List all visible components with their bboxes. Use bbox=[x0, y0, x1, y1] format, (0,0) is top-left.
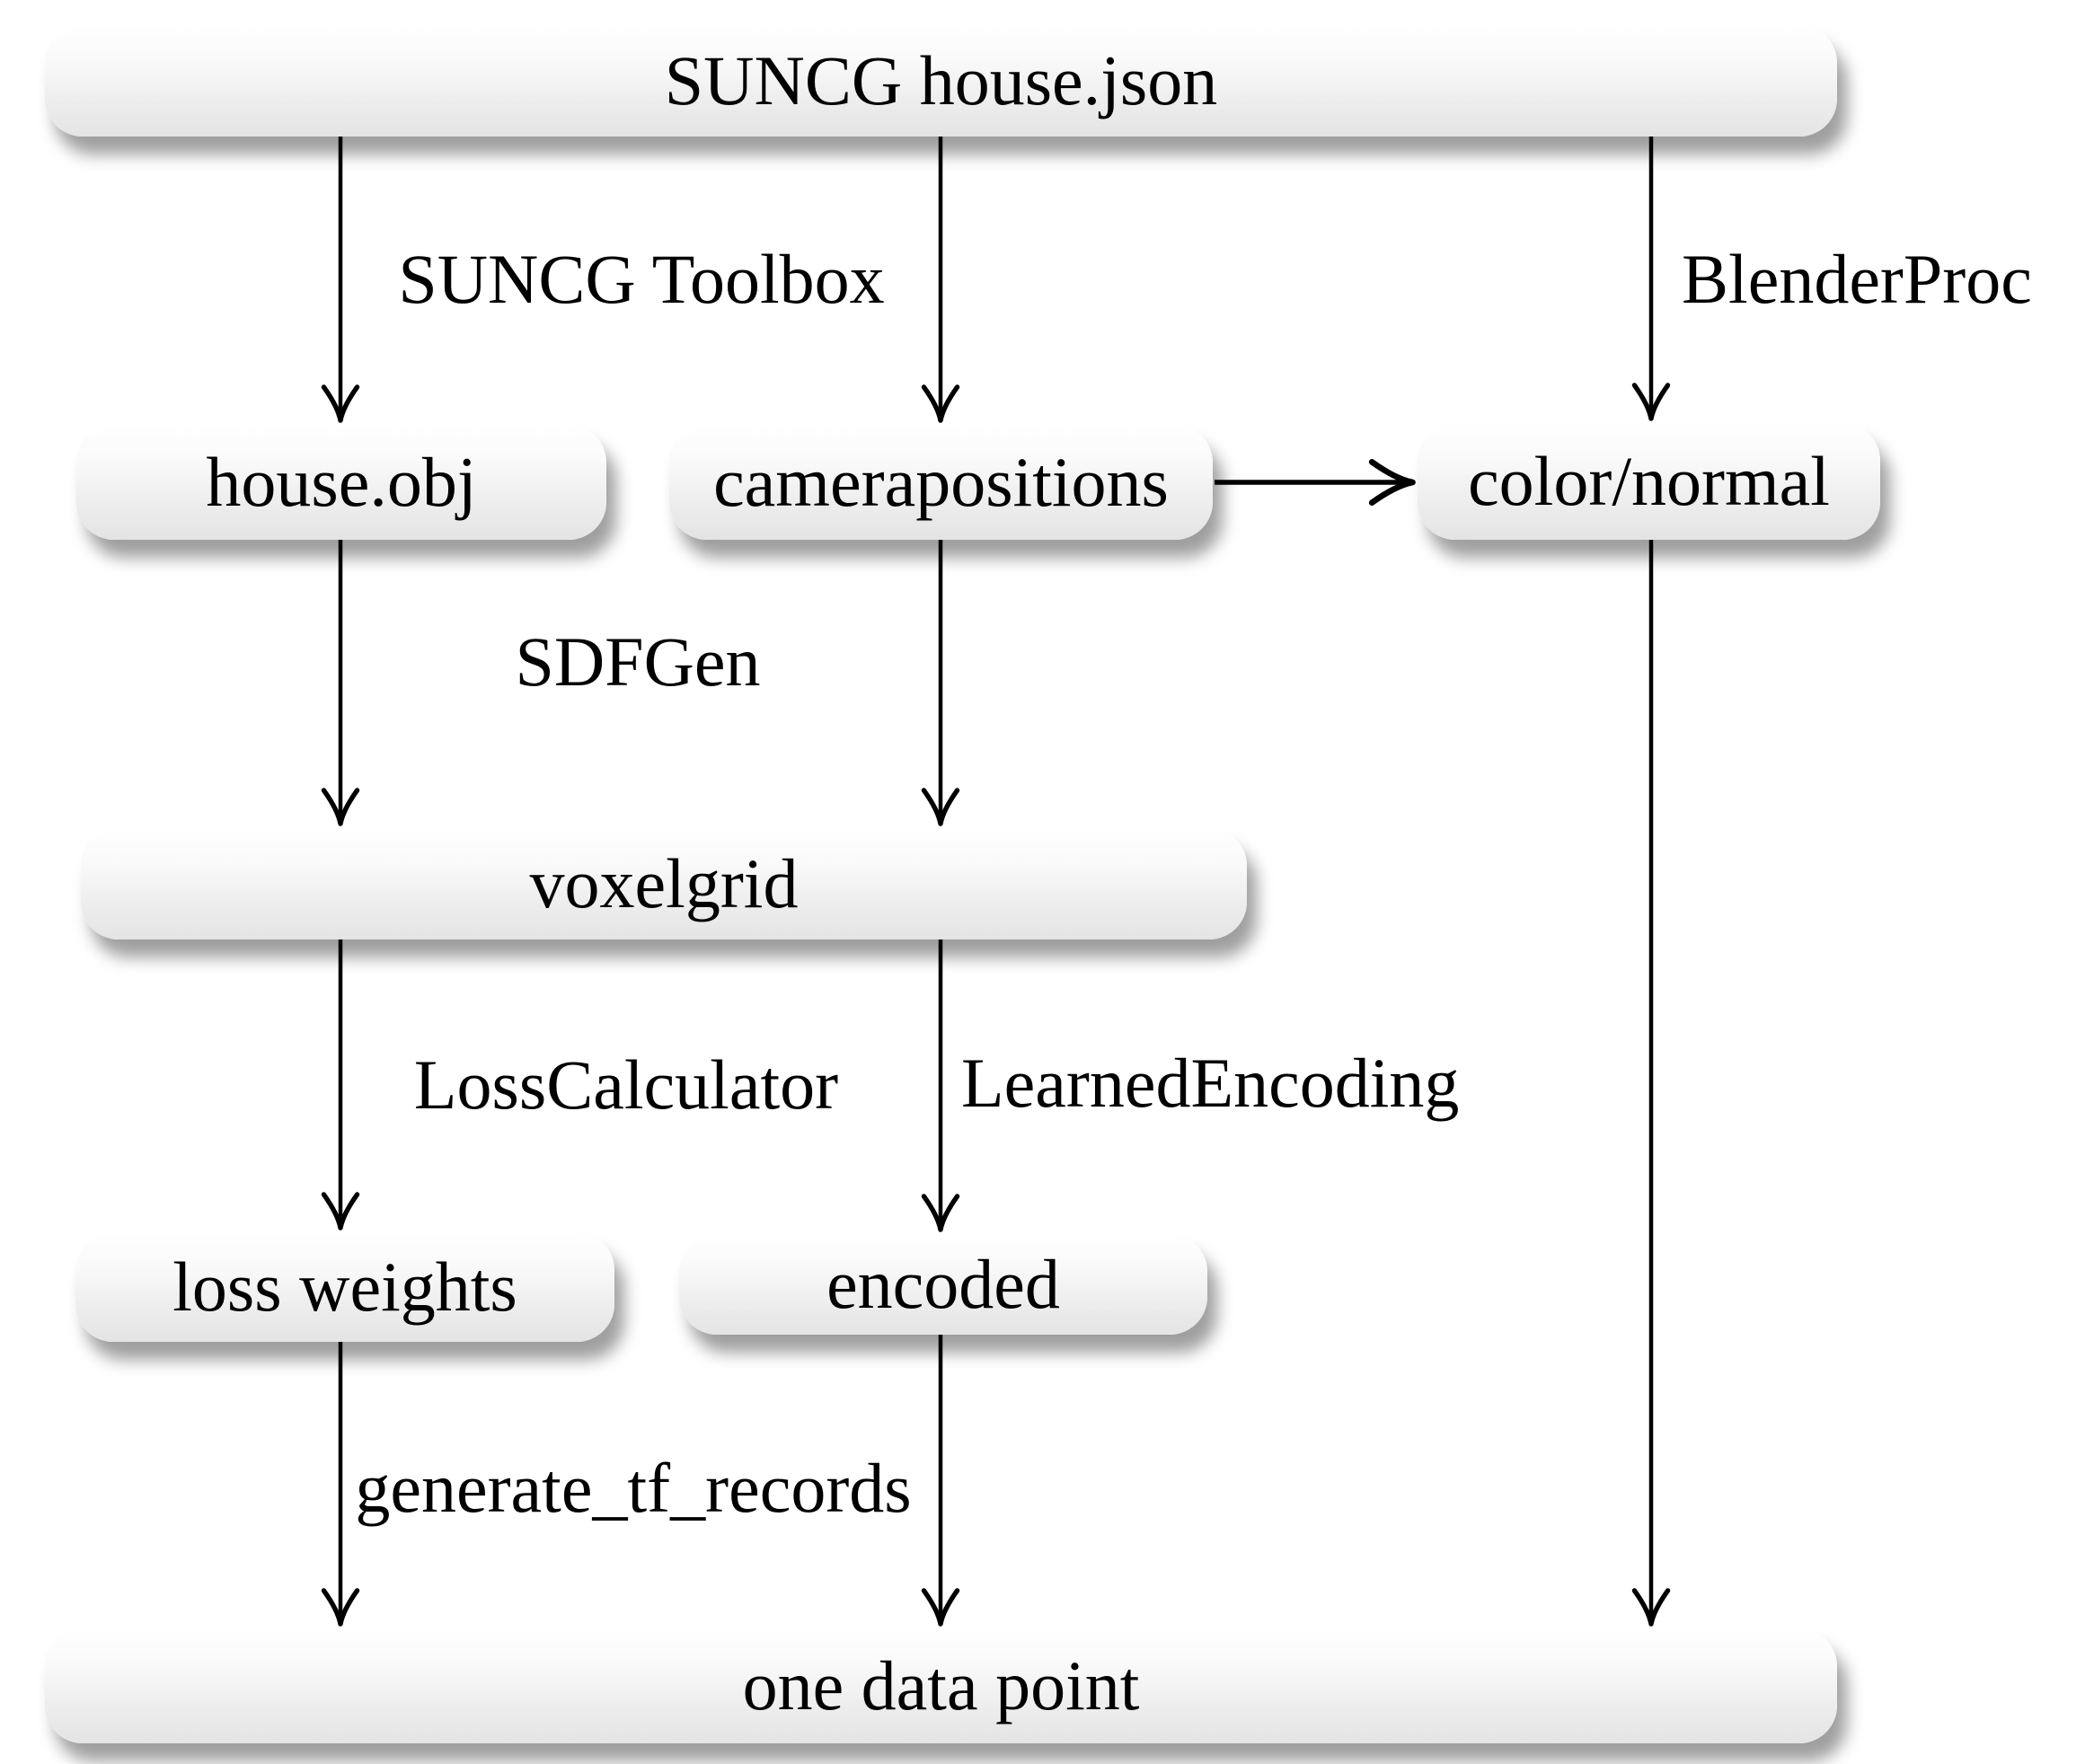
edge-label-suncg-toolbox: SUNCG Toolbox bbox=[398, 240, 885, 318]
node-suncg-house-json-label: SUNCG house.json bbox=[664, 41, 1218, 119]
node-encoded: encoded bbox=[679, 1234, 1207, 1335]
node-one-data-point-label: one data point bbox=[742, 1646, 1140, 1724]
node-one-data-point: one data point bbox=[45, 1628, 1837, 1743]
edge-label-generate-tf-records: generate_tf_records bbox=[355, 1449, 912, 1527]
edge-label-learnedencoding: LearnedEncoding bbox=[961, 1044, 1460, 1122]
node-color-normal-label: color/normal bbox=[1468, 442, 1830, 520]
node-camerapositions: camerapositions bbox=[669, 425, 1213, 540]
node-house-obj: house.obj bbox=[76, 425, 606, 540]
node-house-obj-label: house.obj bbox=[206, 443, 477, 521]
edge-label-blenderproc: BlenderProc bbox=[1682, 240, 2032, 318]
node-loss-weights-label: loss weights bbox=[172, 1248, 517, 1326]
node-camerapositions-label: camerapositions bbox=[713, 443, 1169, 521]
node-encoded-label: encoded bbox=[826, 1245, 1060, 1323]
node-suncg-house-json: SUNCG house.json bbox=[45, 25, 1837, 137]
edge-label-losscalculator: LossCalculator bbox=[413, 1045, 839, 1124]
node-voxelgrid-label: voxelgrid bbox=[529, 844, 799, 922]
edge-label-sdfgen: SDFGen bbox=[515, 622, 761, 701]
node-color-normal: color/normal bbox=[1418, 423, 1880, 540]
node-loss-weights: loss weights bbox=[75, 1232, 614, 1342]
node-voxelgrid: voxelgrid bbox=[81, 828, 1247, 939]
